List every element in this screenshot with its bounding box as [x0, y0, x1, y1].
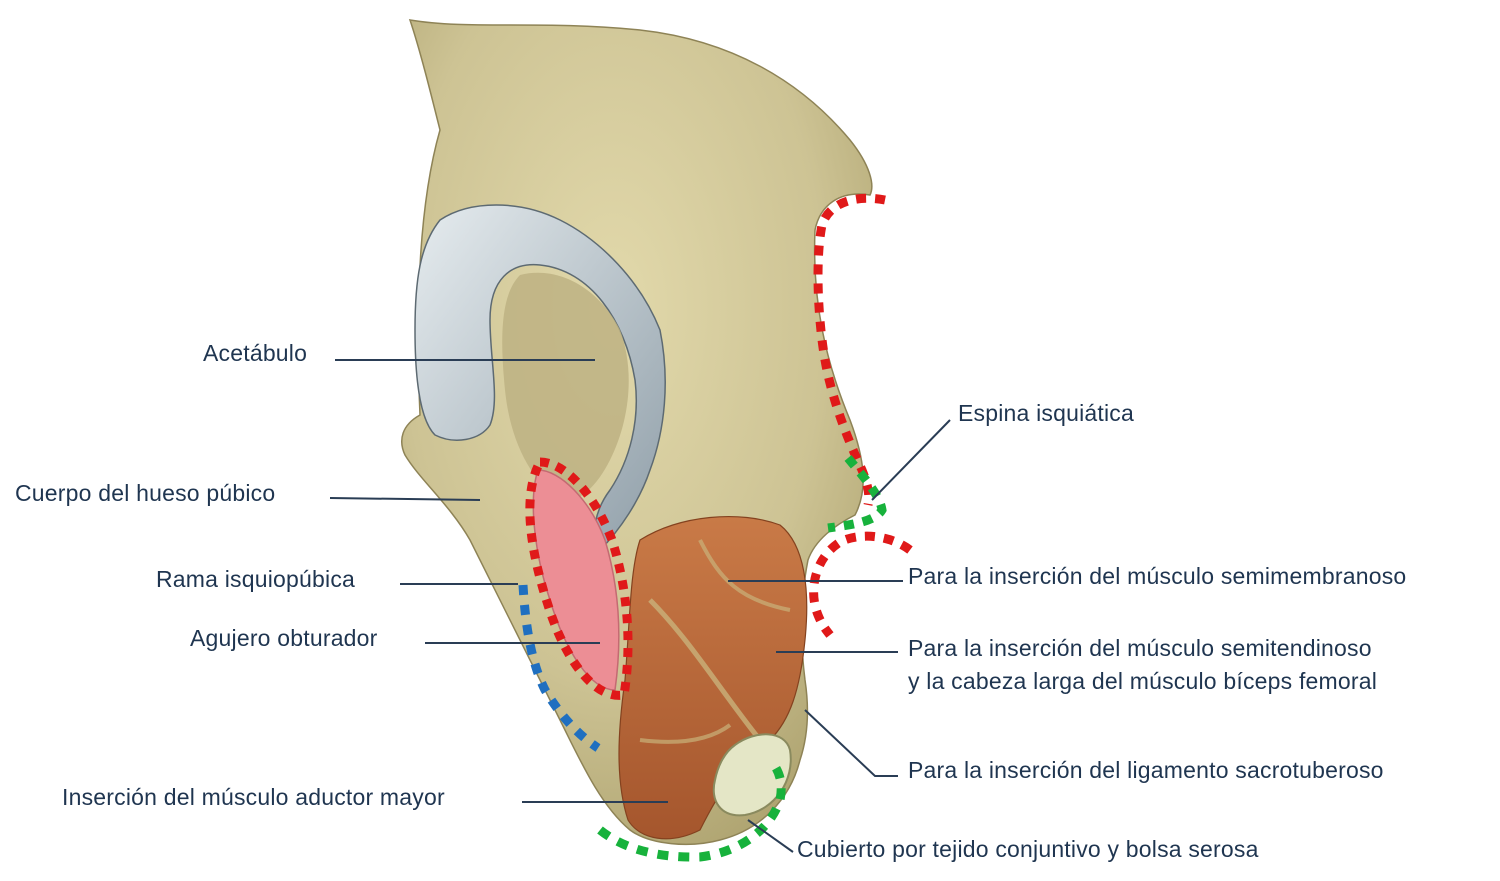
bursa-serosa — [712, 733, 792, 817]
label-espina-isquiatica: Espina isquiática — [958, 400, 1135, 426]
blue-dotted-ramus — [518, 584, 601, 752]
muscle-division-line — [648, 598, 762, 742]
leader-espina — [871, 419, 951, 501]
muscle-division-line — [639, 723, 732, 744]
label-cubierto: Cubierto por tejido conjuntivo y bolsa s… — [797, 836, 1259, 862]
label-agujero-obturador: Agujero obturador — [190, 625, 378, 651]
label-semimembranoso: Para la inserción del músculo semimembra… — [908, 563, 1407, 589]
label-acetabulo: Acetábulo — [203, 340, 308, 366]
label-sacrotuberoso: Para la inserción del ligamento sacrotub… — [908, 757, 1384, 783]
label-rama-isquiopubica: Rama isquiopúbica — [156, 566, 356, 592]
label-semitendinoso-line2: y la cabeza larga del músculo bíceps fem… — [908, 668, 1378, 694]
green-dotted-bursa — [597, 765, 786, 862]
green-dotted-spine — [827, 455, 887, 533]
muscle-division-line — [698, 539, 791, 612]
acetabular-fossa — [502, 272, 629, 501]
acetabulum-cartilage — [414, 204, 666, 552]
red-dotted-circle-semimembranosus — [809, 531, 913, 638]
label-insercion-aductor: Inserción del músculo aductor mayor — [62, 784, 445, 810]
leader-cubierto — [747, 819, 794, 853]
label-semitendinoso-line1: Para la inserción del músculo semitendin… — [908, 635, 1372, 661]
label-cuerpo-hueso-pubico: Cuerpo del hueso púbico — [15, 480, 276, 506]
leader-sacrotuberoso — [804, 709, 898, 777]
leader-cuerpo-pubico — [329, 497, 481, 501]
